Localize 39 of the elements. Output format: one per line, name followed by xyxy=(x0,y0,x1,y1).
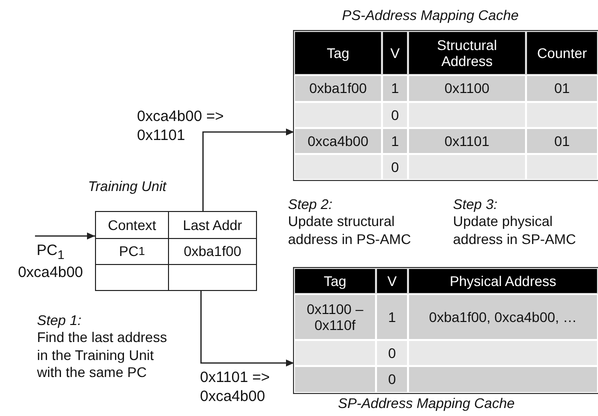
edge-label: 0xca4b00 => 0x1101 xyxy=(137,108,225,146)
header-cell: Tag xyxy=(294,31,382,75)
table-cell: 0 xyxy=(376,340,408,366)
table-cell: 0xca4b00 xyxy=(294,128,382,154)
table-cell: 0x1100 xyxy=(408,75,526,102)
header-cell: V xyxy=(376,268,408,294)
step-description: Find the last address in the Training Unit with the same PC xyxy=(37,329,168,382)
table-cell: 0x1100 – 0x110f xyxy=(294,294,376,340)
table-cell: 01 xyxy=(526,75,598,102)
table-cell: 0 xyxy=(382,102,408,128)
table-title: Training Unit xyxy=(88,178,166,194)
header-cell: Context xyxy=(95,211,169,239)
table-title: PS-Address Mapping Cache xyxy=(342,7,519,23)
table-cell: 0xba1f00, 0xca4b00, … xyxy=(408,294,598,340)
table-cell: 0 xyxy=(376,366,408,393)
edge-label: 0x1101 => 0xca4b00 xyxy=(200,369,271,406)
table-cell: 0xba1f00 xyxy=(294,75,382,102)
step-description: Update physical address in SP-AMC xyxy=(453,213,577,248)
step-heading: Step 2: xyxy=(288,196,334,214)
table-cell: 1 xyxy=(376,294,408,340)
edge-label: PC$_{1}$ 0xca4b00 xyxy=(16,242,84,282)
table-cell: 0 xyxy=(382,154,408,180)
step-description: Update structural address in PS-AMC xyxy=(288,213,412,248)
arrow xyxy=(200,290,294,366)
table-cell: 01 xyxy=(526,128,598,154)
table-title: SP-Address Mapping Cache xyxy=(338,395,515,411)
header-cell: V xyxy=(382,31,408,75)
header-cell: Tag xyxy=(294,268,376,294)
step-heading: Step 1: xyxy=(37,312,82,330)
header-cell: Last Addr xyxy=(168,211,257,239)
header-cell: Physical Address xyxy=(408,268,598,294)
table-cell: 1 xyxy=(382,75,408,102)
table-cell: 0x1101 xyxy=(408,128,526,154)
step-heading: Step 3: xyxy=(453,196,498,214)
arrow xyxy=(35,232,95,240)
table-cell: 1 xyxy=(382,128,408,154)
arrow xyxy=(202,128,294,211)
header-cell: Structural Address xyxy=(408,31,526,75)
header-cell: Counter xyxy=(526,31,598,75)
